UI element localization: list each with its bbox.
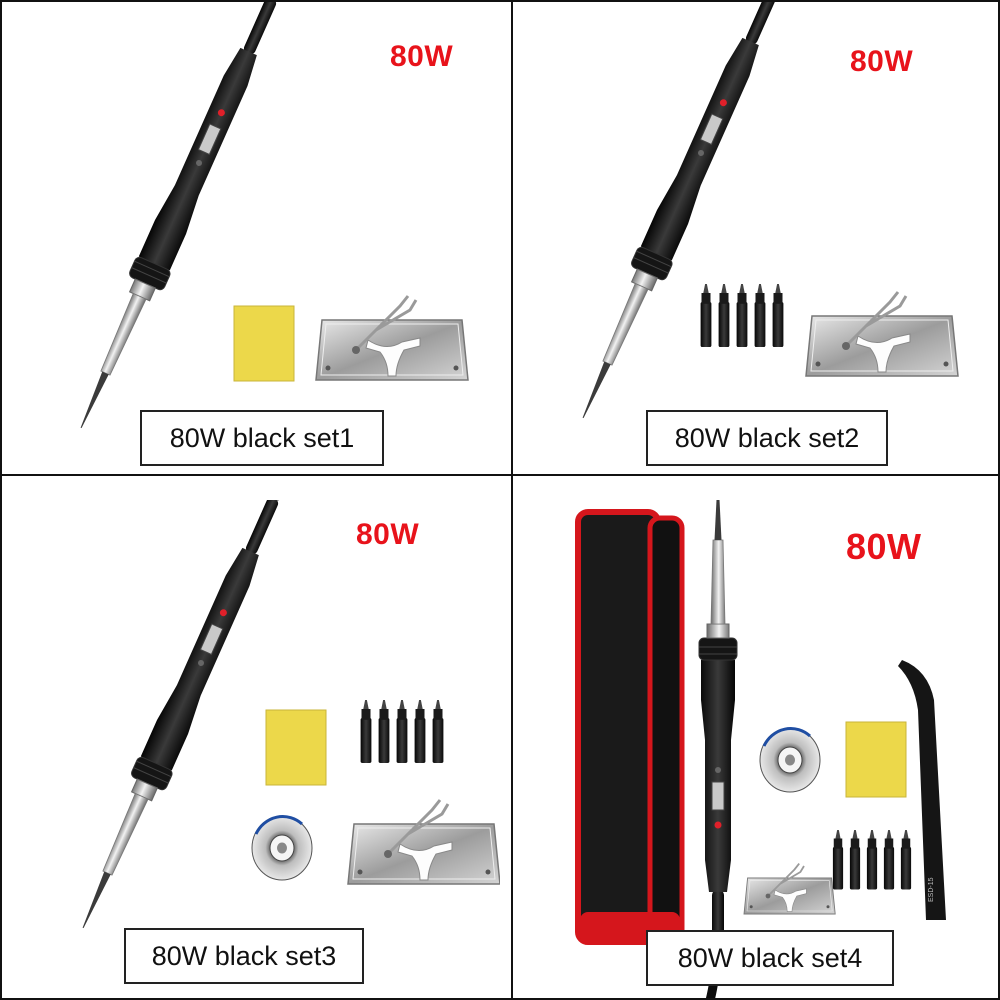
tweezers-icon: ESD-15	[898, 660, 946, 920]
caption-set3: 80W black set3	[124, 928, 364, 984]
tool-bag-icon	[575, 509, 685, 945]
vertical-divider	[511, 0, 513, 1000]
power-label: 80W	[390, 40, 454, 73]
caption-set4: 80W black set4	[646, 930, 894, 986]
panel-set2: 80W 80W black set2	[500, 0, 1000, 500]
caption-set1: 80W black set1	[140, 410, 384, 466]
power-label: 80W	[846, 526, 922, 567]
panel-set1: 80W 80W black set1	[0, 0, 500, 500]
power-label: 80W	[850, 45, 914, 78]
panel-set3: 80W 80W black set3	[0, 500, 500, 1000]
tweezers-marking: ESD-15	[928, 877, 935, 902]
panel-set4: ESD-15 80W 80W black set4	[500, 500, 1000, 1000]
caption-set2: 80W black set2	[646, 410, 888, 466]
set4-illustration: ESD-15	[575, 500, 946, 1000]
horizontal-divider	[0, 474, 1000, 476]
power-label: 80W	[356, 518, 420, 551]
